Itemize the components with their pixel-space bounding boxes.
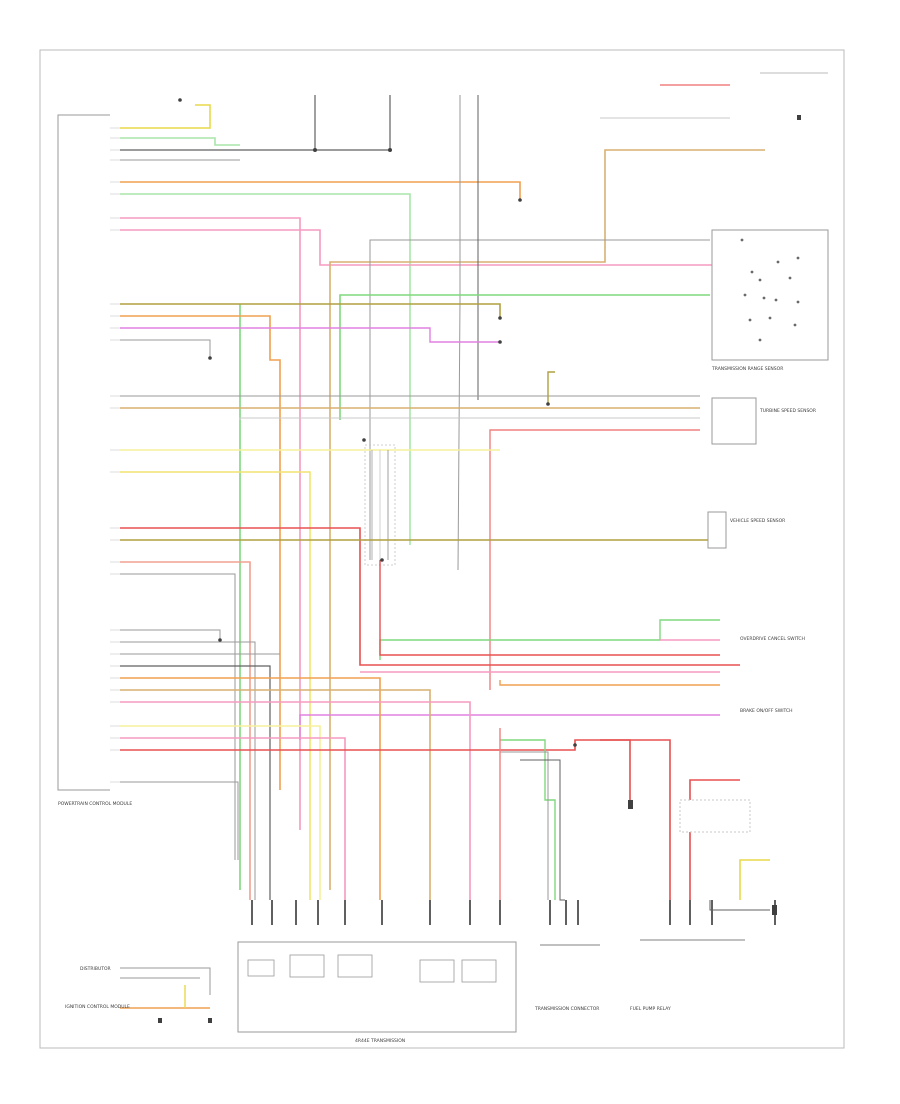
- turbine-speed-label: TURBINE SPEED SENSOR: [759, 408, 816, 414]
- wire-yellow-fp: [739, 859, 770, 900]
- wire-tan-right: [329, 149, 765, 890]
- wire-grey-dist: [120, 967, 211, 995]
- wire-grey-fp: [709, 900, 770, 911]
- wire-grey-2: [120, 339, 211, 358]
- splice-dots: [178, 98, 577, 747]
- fuel-pump-label: FUEL PUMP RELAY: [630, 1006, 671, 1012]
- wire-pink-1: [120, 217, 301, 830]
- wire-red-fp: [600, 739, 671, 900]
- wire-grey-mid2: [239, 417, 700, 420]
- wire-pink-low2: [120, 737, 346, 900]
- wire-salmon-1: [120, 561, 251, 900]
- vss-label: VEHICLE SPEED SENSOR: [730, 518, 785, 524]
- wire-green-trans: [500, 739, 556, 900]
- distributor-label: DISTRIBUTOR: [80, 966, 111, 972]
- transmission-solenoids: [247, 954, 497, 983]
- fuel-pump-relay-box: [679, 799, 751, 833]
- wire-magenta-1: [120, 327, 500, 343]
- wire-red-mid: [489, 429, 700, 690]
- wire-pink-low: [120, 701, 471, 900]
- wire-yellow-long: [120, 471, 311, 900]
- wire-grey-3: [120, 573, 236, 860]
- wire-red-fp2: [689, 779, 740, 900]
- wire-lightgreen-top: [120, 137, 240, 146]
- wire-pink-2: [120, 229, 720, 266]
- wire-olive-1: [120, 303, 501, 318]
- od-cancel-label: OVERDRIVE CANCEL SWITCH: [740, 636, 805, 642]
- wire-tan-low: [120, 689, 431, 900]
- wire-orange-low: [120, 677, 381, 900]
- turbine-speed-sensor-box: [711, 397, 757, 445]
- trans-range-sensor-contacts: [740, 238, 800, 342]
- pcm-pins: [110, 127, 120, 783]
- trans-range-sensor-box: [711, 229, 829, 361]
- wire-grey-right: [369, 239, 710, 560]
- ground-symbols: [158, 115, 801, 1023]
- trans-range-sensor-label: TRANSMISSION RANGE SENSOR: [711, 366, 783, 372]
- trans-connector-label: TRANSMISSION CONNECTOR: [534, 1006, 599, 1012]
- bottom-connector-stubs: [251, 900, 776, 925]
- wire-grey-top: [120, 95, 391, 151]
- module-label: POWERTRAIN CONTROL MODULE: [58, 801, 132, 807]
- wire-yellow-top: [120, 104, 211, 129]
- wire-orange-r: [499, 680, 720, 686]
- wire-grey-vert-1: [457, 95, 461, 571]
- wire-grey-low2: [120, 641, 256, 900]
- vss-box: [707, 511, 727, 549]
- wire-red-r: [379, 560, 720, 656]
- wire-orange-2: [120, 315, 281, 790]
- wire-lightgreen-2: [120, 193, 411, 545]
- wire-olive-mid: [547, 371, 555, 404]
- transmission-module-box: [237, 941, 517, 1033]
- wire-red-1: [120, 527, 740, 666]
- brake-switch-label: BRAKE ON/OFF SWITCH: [740, 708, 793, 714]
- wire-yellow-low: [120, 725, 321, 900]
- wire-grey-trans: [500, 751, 549, 900]
- ignition-label: IGNITION CONTROL MODULE: [65, 1004, 130, 1010]
- pcm-outline: [57, 114, 110, 791]
- wire-green-long: [339, 294, 710, 420]
- diagram-frame: [39, 49, 845, 1049]
- wire-grey-low4: [120, 781, 239, 860]
- wire-red-low: [120, 739, 631, 800]
- wire-orange-1: [120, 181, 521, 200]
- wire-magenta-r: [299, 714, 720, 740]
- transmission-label: 4R44E TRANSMISSION: [355, 1038, 405, 1044]
- wire-darkgrey-low: [120, 665, 271, 900]
- wire-grey-low1: [120, 629, 221, 640]
- wire-darkgrey-trans: [520, 759, 565, 901]
